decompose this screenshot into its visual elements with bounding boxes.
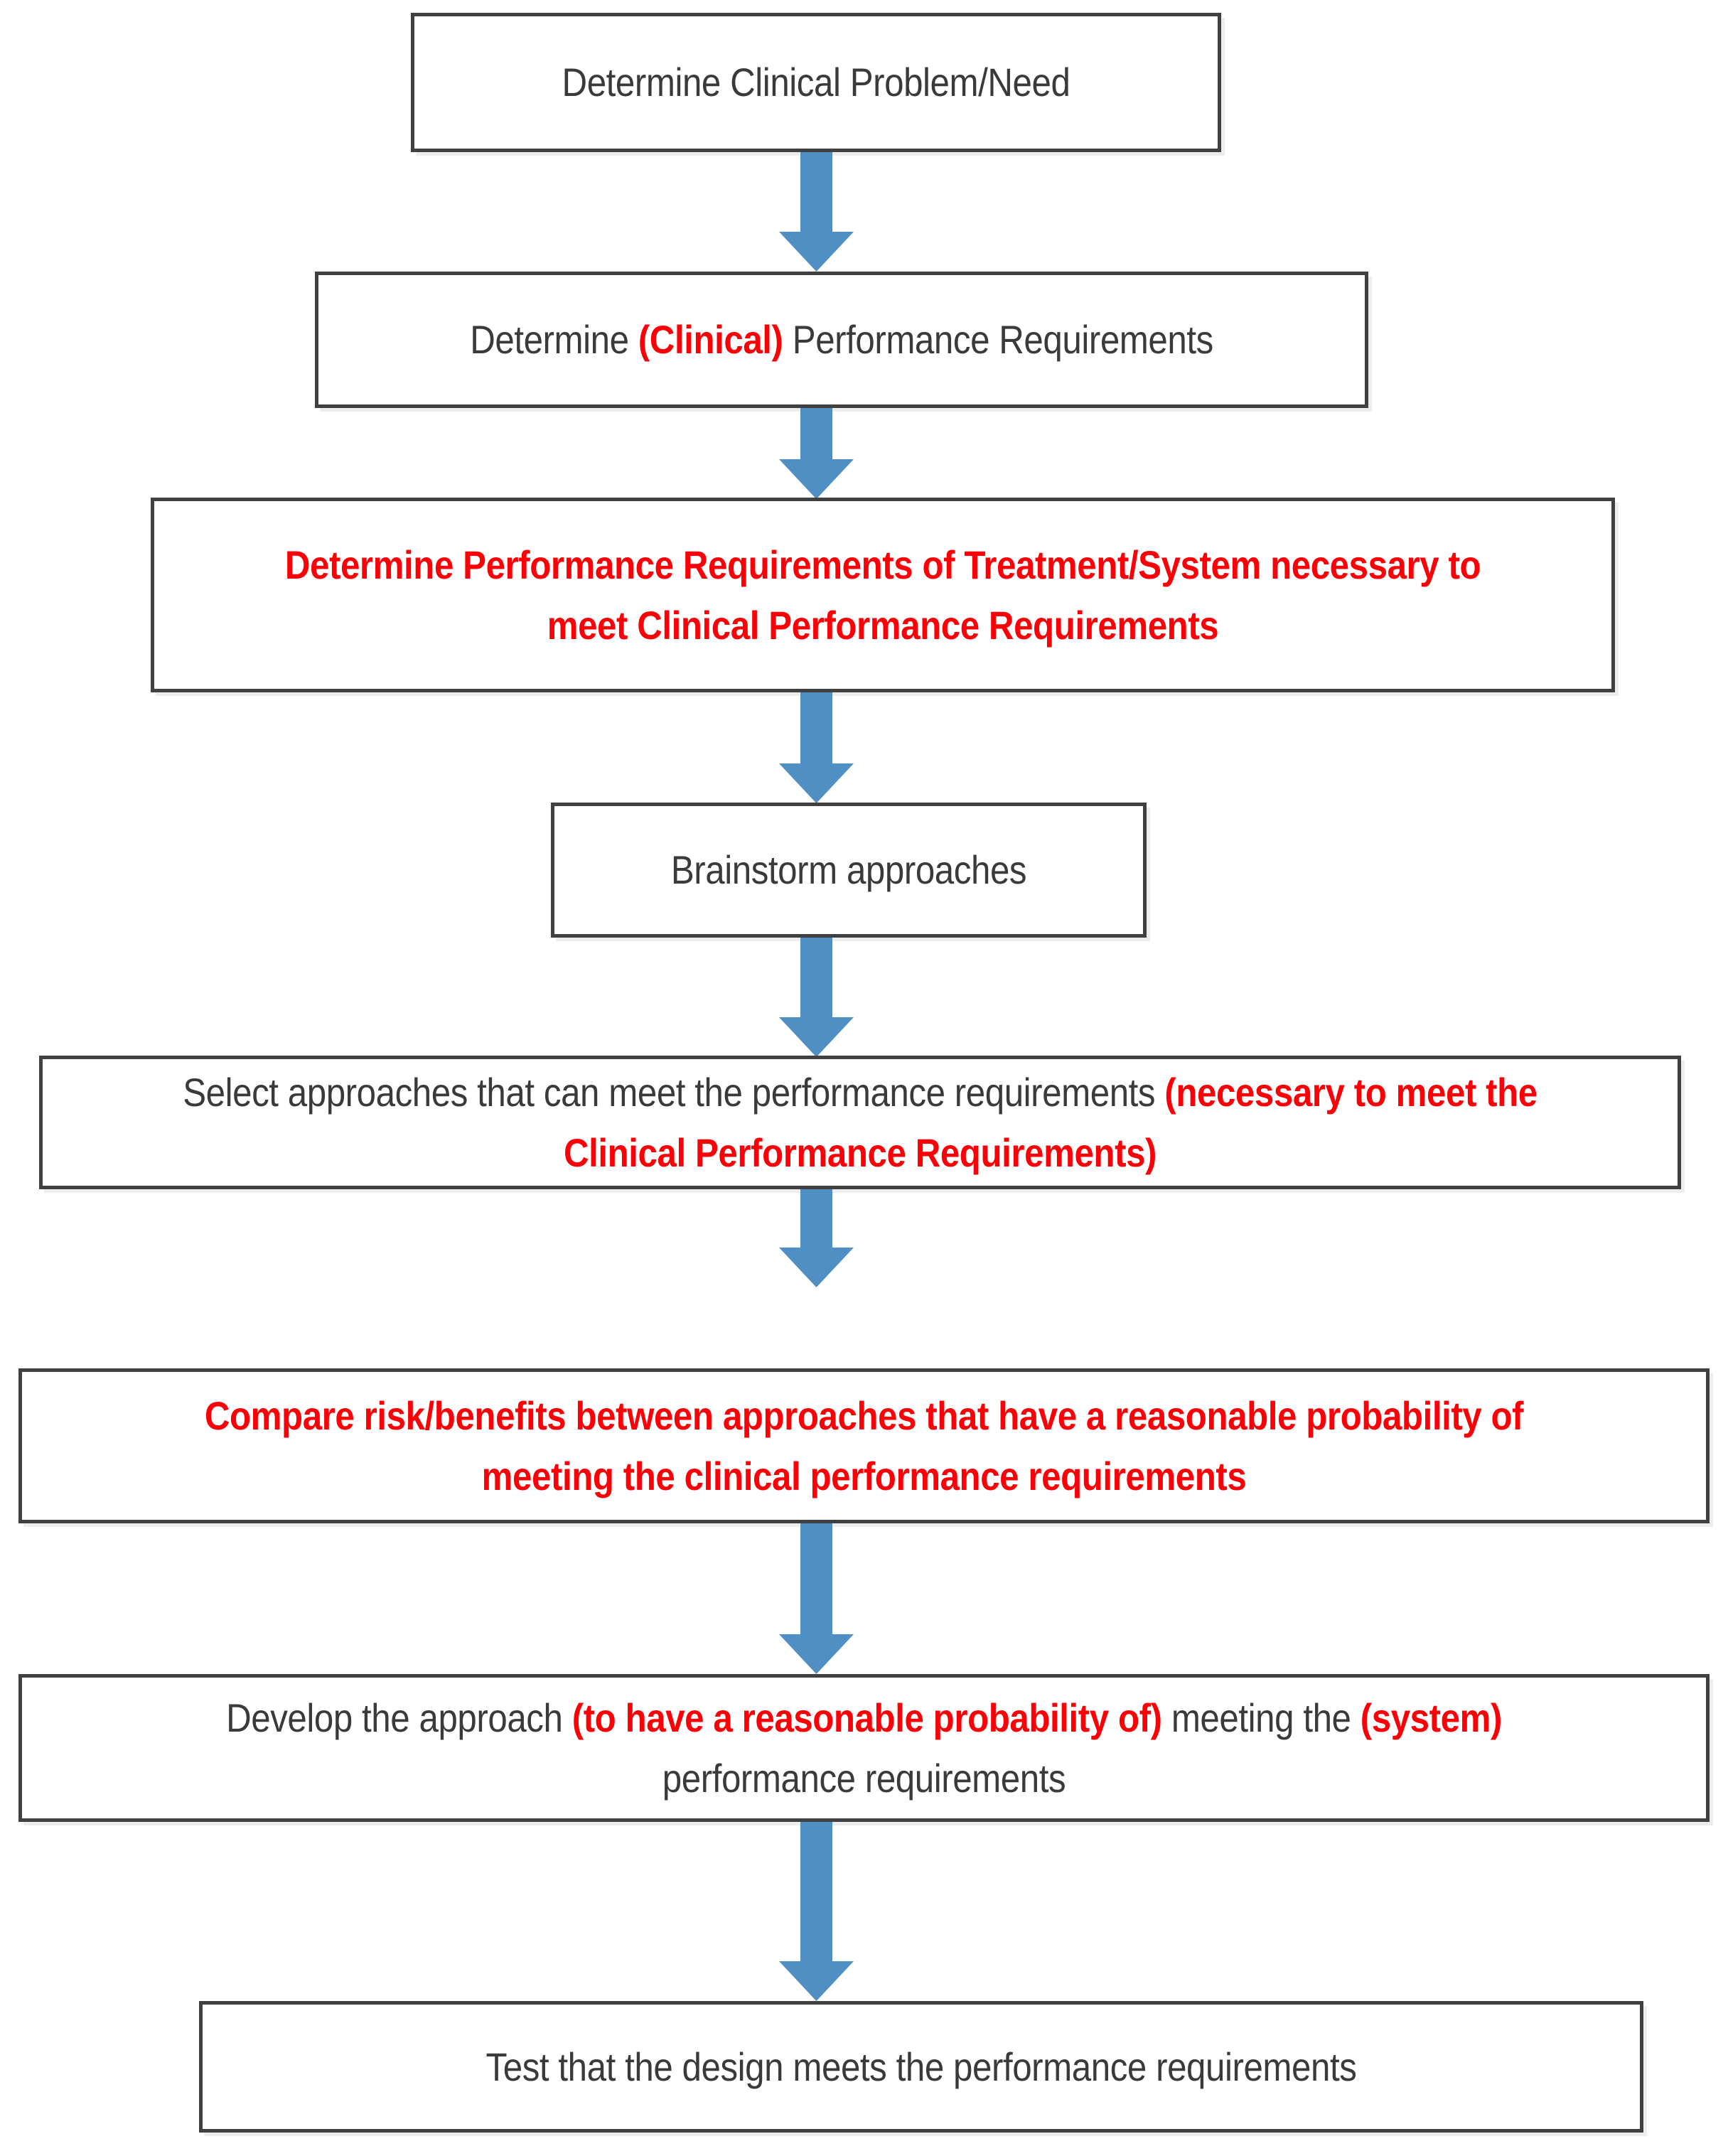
node-label: Determine Clinical Problem/Need (479, 52, 1154, 112)
highlighted-text-run: (system) (1360, 1695, 1503, 1740)
down-arrow-icon-5 (779, 1189, 854, 1287)
plain-text-run: meeting the (1161, 1695, 1361, 1740)
flowchart-node-select-approaches[interactable]: Select approaches that can meet the perf… (39, 1056, 1681, 1189)
highlighted-text-run: Compare risk/benefits between approaches… (204, 1393, 1524, 1498)
flowchart-node-develop-the-approach[interactable]: Develop the approach (to have a reasonab… (18, 1674, 1710, 1822)
plain-text-run: Determine (470, 317, 638, 363)
plain-text-run: Test that the design meets the performan… (485, 2044, 1357, 2089)
flowchart-node-determine-clinical-problem[interactable]: Determine Clinical Problem/Need (411, 13, 1221, 152)
node-label: Compare risk/benefits between approaches… (139, 1385, 1589, 1506)
down-arrow-icon-2 (779, 408, 854, 499)
highlighted-text-run: (to have a reasonable probability of) (571, 1695, 1162, 1740)
plain-text-run: Performance Requirements (783, 317, 1213, 363)
down-arrow-icon-1 (779, 152, 854, 272)
node-label: Develop the approach (to have a reasonab… (139, 1688, 1589, 1808)
node-label: Select approaches that can meet the perf… (157, 1062, 1563, 1183)
node-label: Determine (Clinical) Performance Require… (397, 309, 1286, 370)
node-label: Brainstorm approaches (606, 840, 1092, 900)
node-label: Test that the design meets the performan… (305, 2037, 1538, 2097)
flowchart-node-determine-clinical-performance-requirements[interactable]: Determine (Clinical) Performance Require… (315, 272, 1368, 408)
flowchart-node-brainstorm-approaches[interactable]: Brainstorm approaches (551, 803, 1147, 938)
plain-text-run: Develop the approach (226, 1695, 572, 1740)
down-arrow-icon-4 (779, 938, 854, 1057)
plain-text-run: performance requirements (662, 1756, 1066, 1801)
highlighted-text-run: Determine Performance Requirements of Tr… (284, 542, 1481, 648)
highlighted-text-run: (Clinical) (638, 317, 783, 363)
down-arrow-icon-6 (779, 1523, 854, 1674)
flowchart-node-determine-treatment-system-performance-requirements[interactable]: Determine Performance Requirements of Tr… (151, 498, 1615, 692)
plain-text-run: Determine Clinical Problem/Need (562, 60, 1070, 105)
flowchart-node-test-the-design[interactable]: Test that the design meets the performan… (199, 2001, 1643, 2133)
flowchart-node-compare-risk-benefits[interactable]: Compare risk/benefits between approaches… (18, 1368, 1710, 1523)
plain-text-run: Select approaches that can meet the perf… (183, 1069, 1165, 1115)
plain-text-run: Brainstorm approaches (670, 847, 1027, 893)
down-arrow-icon-3 (779, 692, 854, 803)
highlighted-text-run: (necessary to meet the Clinical Performa… (563, 1069, 1538, 1175)
node-label: Determine Performance Requirements of Tr… (258, 535, 1508, 655)
down-arrow-icon-7 (779, 1822, 854, 2001)
